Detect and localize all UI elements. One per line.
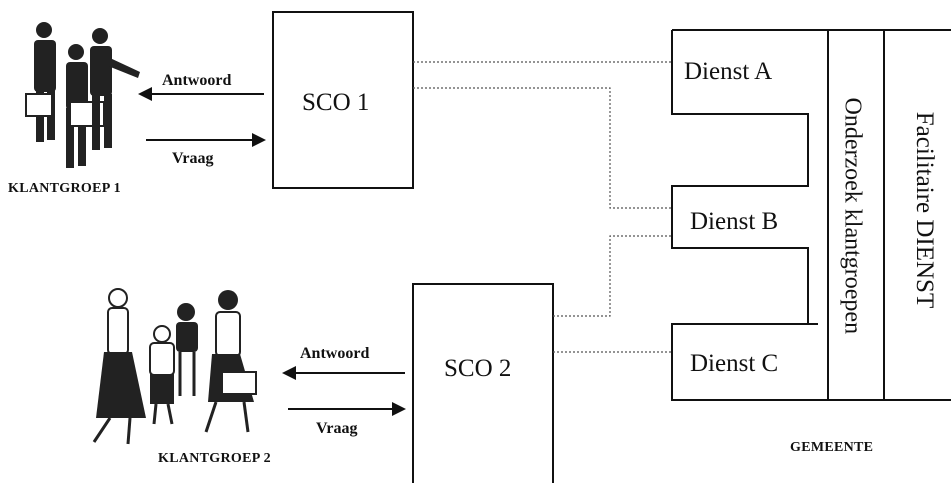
dienst-c-label: Dienst C (690, 350, 778, 378)
facilitaire-label: Facilitaire DIENST (910, 94, 938, 326)
group2-answer-label: Antwoord (300, 345, 369, 363)
group1-label: KLANTGROEP 1 (8, 181, 121, 197)
onderzoek-label: Onderzoek klantgroepen (839, 98, 866, 330)
sco1-label: SCO 1 (302, 89, 369, 117)
sco2-label: SCO 2 (444, 355, 511, 383)
group2-question-label: Vraag (316, 420, 357, 438)
group1-question-label: Vraag (172, 150, 213, 168)
dienst-b-label: Dienst B (690, 208, 778, 236)
klantgroep2-figures (94, 289, 256, 444)
gemeente-label: GEMEENTE (790, 440, 873, 456)
sco2-box (413, 284, 553, 483)
group1-answer-label: Antwoord (162, 72, 231, 90)
arrows-group1 (138, 87, 266, 147)
arrows-group2 (282, 366, 406, 416)
group2-label: KLANTGROEP 2 (158, 451, 271, 467)
klantgroep1-figures (26, 22, 140, 168)
dienst-a-label: Dienst A (684, 58, 772, 86)
